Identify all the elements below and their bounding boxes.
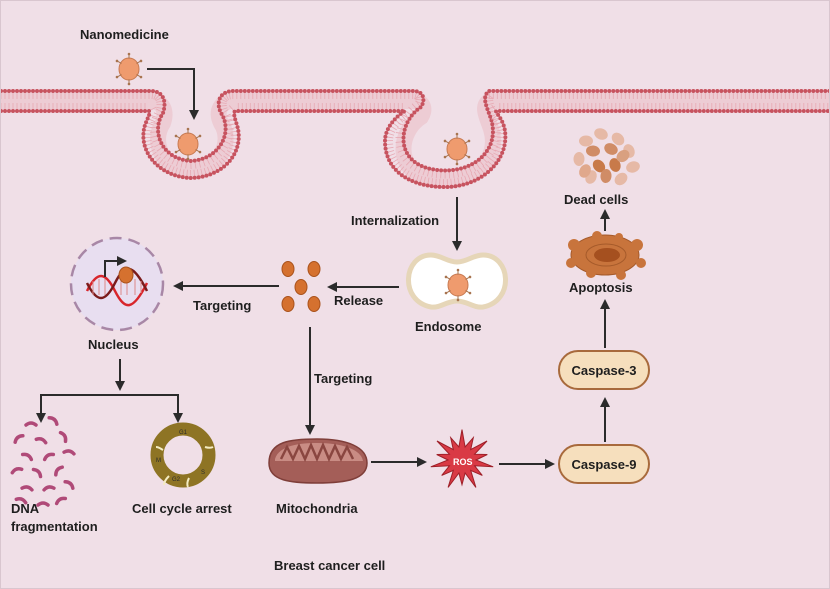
label-targeting-mitochondria: Targeting <box>314 371 373 386</box>
label-ros: ROS <box>453 457 473 467</box>
cell-cycle-ring-icon: G1 S G2 M <box>150 422 216 488</box>
label-dead-cells: Dead cells <box>564 192 629 207</box>
caspase-9-node: Caspase-9 <box>558 444 650 484</box>
dead-cells-icon <box>573 128 640 186</box>
caspase-3-node: Caspase-3 <box>558 350 650 390</box>
nanoparticle-icon <box>115 52 143 86</box>
phase-g2: G2 <box>172 477 181 483</box>
label-dna-fragmentation-line1: DNA <box>11 501 40 516</box>
nucleus-dna-icon <box>69 236 165 332</box>
label-apoptosis: Apoptosis <box>569 280 633 295</box>
phase-g1: G1 <box>179 430 188 436</box>
label-release: Release <box>334 293 384 308</box>
cell-membrane <box>1 89 829 189</box>
label-internalization: Internalization <box>351 213 440 228</box>
phase-s: S <box>201 470 205 476</box>
dna-fragments-icon <box>10 416 76 507</box>
nanoparticle-icon <box>444 268 472 302</box>
ros-burst-icon <box>430 429 494 488</box>
mitochondria-icon <box>268 438 368 484</box>
label-mitochondria: Mitochondria <box>276 501 358 516</box>
nanoparticle-icon <box>443 132 471 166</box>
arrow-nucleus-split <box>36 359 183 423</box>
phase-m: M <box>156 458 161 464</box>
apoptotic-cell-icon <box>566 231 646 280</box>
label-dna-fragmentation-line2: fragmentation <box>11 519 98 534</box>
label-endosome: Endosome <box>415 319 482 334</box>
label-nanomedicine: Nanomedicine <box>80 27 169 42</box>
nanoparticle-icon <box>174 127 202 161</box>
label-breast-cancer-cell: Breast cancer cell <box>274 558 386 573</box>
label-nucleus: Nucleus <box>88 337 139 352</box>
label-targeting-nucleus: Targeting <box>193 298 252 313</box>
arrow-nanomedicine-to-membrane <box>147 68 199 120</box>
released-particles-icon <box>281 261 321 312</box>
label-cell-cycle-arrest: Cell cycle arrest <box>132 501 232 516</box>
